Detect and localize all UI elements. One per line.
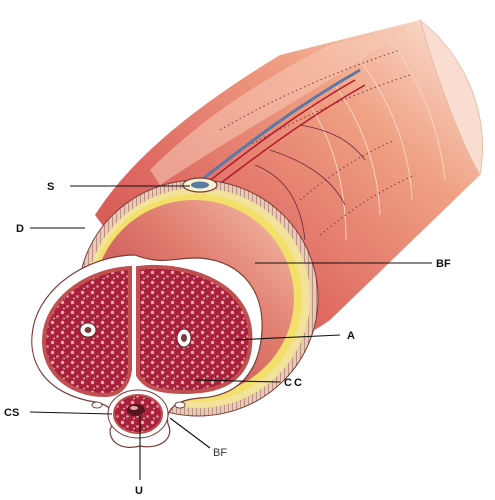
leader-cs [29, 411, 113, 415]
leader-cc [194, 379, 281, 383]
deep-artery-right [176, 328, 192, 348]
label-s: S [47, 181, 54, 193]
urethra-highlight [130, 406, 138, 410]
fascia-dotted-lines [219, 49, 416, 236]
deep-artery-left [79, 322, 97, 338]
shaft-top-highlight [150, 25, 410, 185]
dorsal-vein-lumen [191, 181, 209, 189]
corpus-cavernosum-right [136, 264, 253, 395]
small-vessel-left [91, 401, 103, 409]
shaft-end [419, 18, 483, 177]
leader-lines [29, 185, 432, 480]
label-cc: CC [284, 377, 304, 389]
label-a: A [347, 330, 355, 342]
small-vessel-right [174, 401, 186, 409]
label-bf-upper: BF [436, 258, 451, 270]
leader-a [234, 334, 341, 341]
label-cs: CS [4, 407, 19, 419]
label-bf-lower: BF [213, 447, 227, 459]
leader-bf-lower [169, 417, 211, 449]
label-d: D [16, 223, 24, 235]
urethra [127, 404, 145, 416]
label-u: U [135, 485, 143, 497]
